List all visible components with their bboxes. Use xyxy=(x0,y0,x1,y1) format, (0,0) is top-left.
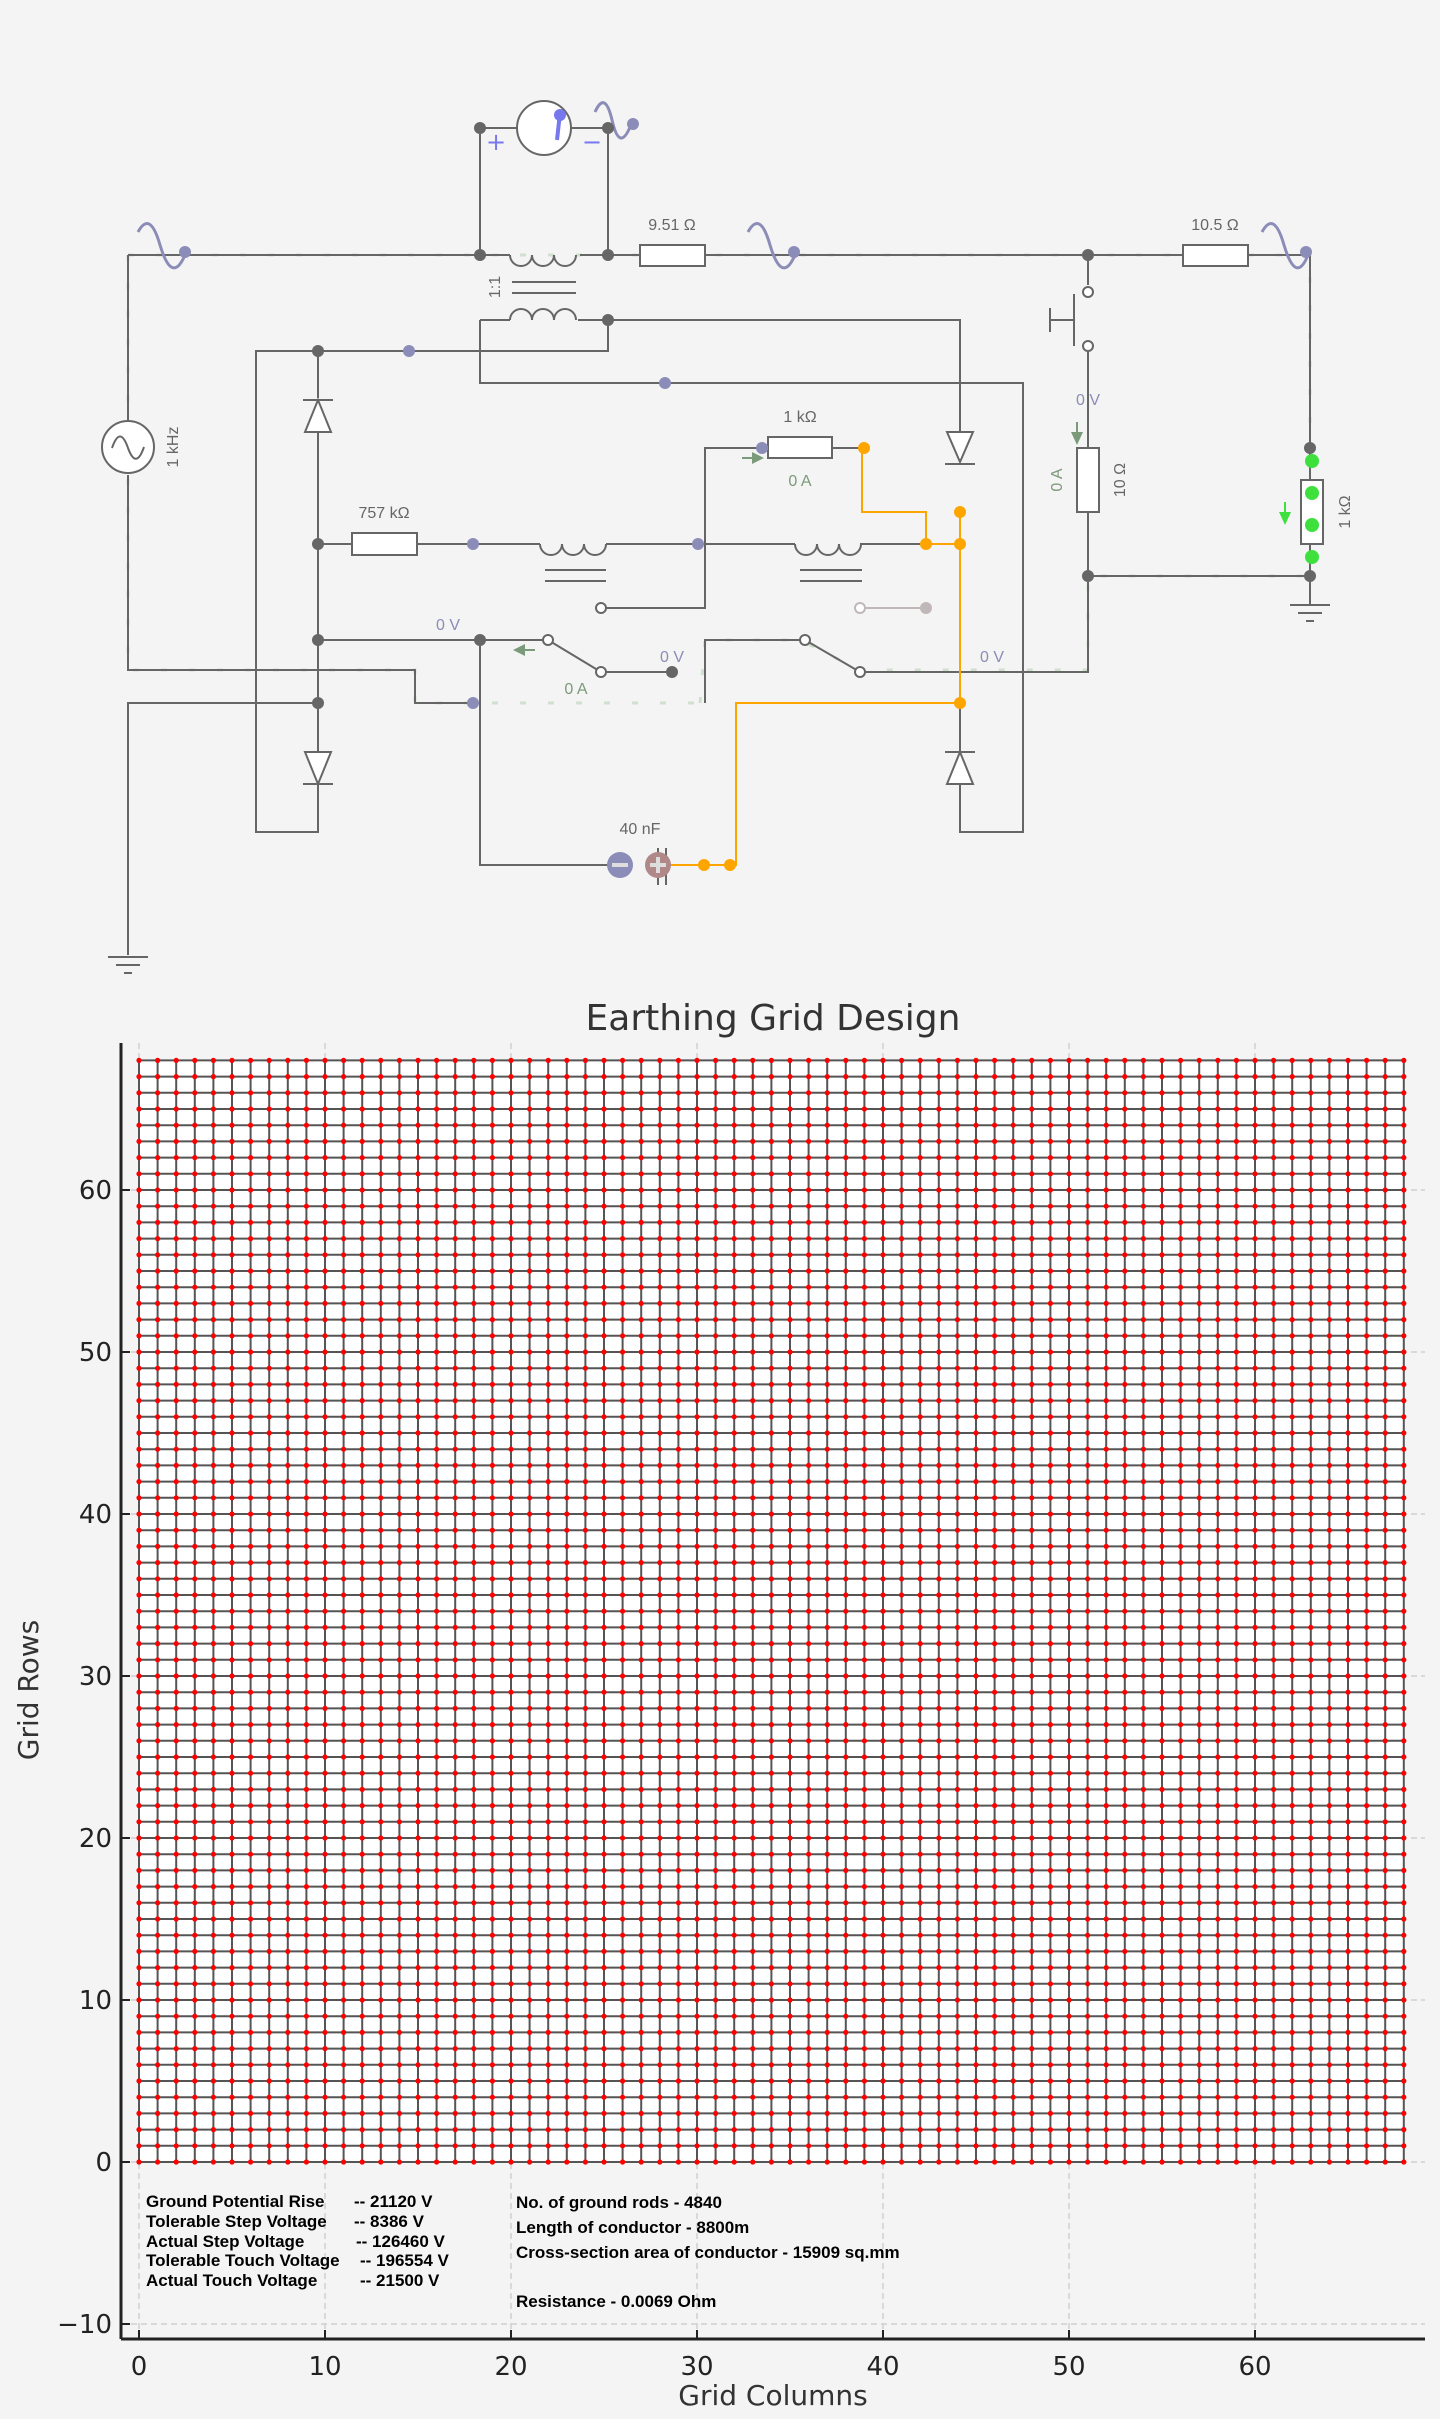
ground-rods-text: No. of ground rods - 4840 xyxy=(516,2193,722,2212)
annotation-label: Tolerable Touch Voltage xyxy=(146,2251,340,2270)
meter-minus-label: − xyxy=(582,128,602,156)
conductor-length-text: Length of conductor - 8800m xyxy=(516,2218,749,2237)
push-button-switch[interactable] xyxy=(1049,286,1094,352)
ground-rod-markers xyxy=(136,1057,1407,2165)
annotation-label: Actual Touch Voltage xyxy=(146,2271,317,2290)
voltage-reading-vertical: 0 V xyxy=(1076,392,1100,409)
resistor-value: 757 kΩ xyxy=(358,505,409,522)
x-axis-label: Grid Columns xyxy=(678,2379,867,2412)
voltage-summary: Ground Potential Rise -- 21120 V Tolerab… xyxy=(146,2192,449,2290)
current-flow-paths xyxy=(126,253,1312,705)
diode-left-top[interactable] xyxy=(303,397,333,433)
voltmeter[interactable]: + − xyxy=(486,100,602,156)
transformer-2[interactable] xyxy=(539,543,607,614)
transformer-3[interactable] xyxy=(794,543,932,614)
voltage-reading: 0 V xyxy=(980,649,1004,666)
cross-section-text: Cross-section area of conductor - 15909 … xyxy=(516,2243,900,2262)
diode-right-bottom[interactable] xyxy=(945,703,975,785)
resistor-value: 10.5 Ω xyxy=(1191,217,1239,234)
annotation-value: -- 196554 V xyxy=(360,2251,449,2270)
y-axis-label: Grid Rows xyxy=(12,1620,45,1760)
annotation-label: Actual Step Voltage xyxy=(146,2232,304,2251)
current-reading: 0 A xyxy=(1049,468,1066,491)
transformer-1[interactable]: 1:1 xyxy=(487,254,577,321)
current-arrow-icon xyxy=(513,644,525,656)
resistor-value: 1 kΩ xyxy=(1337,495,1354,528)
annotation-value: -- 8386 V xyxy=(354,2212,425,2231)
chart-title: Earthing Grid Design xyxy=(586,998,961,1039)
voltage-probe-waves xyxy=(136,101,1310,270)
diode-right-top[interactable] xyxy=(945,431,975,465)
capacitor-value: 40 nF xyxy=(620,821,661,838)
wires xyxy=(127,127,1311,955)
spdt-switch-left[interactable] xyxy=(513,634,607,678)
diode-left-bottom[interactable] xyxy=(303,751,333,787)
resistor-10[interactable]: 10 Ω 0 A xyxy=(1049,422,1129,513)
current-reading: 0 A xyxy=(564,681,587,698)
annotation-label: Tolerable Step Voltage xyxy=(146,2212,327,2231)
voltage-reading: 0 V xyxy=(436,617,460,634)
annotation-value: -- 126460 V xyxy=(356,2232,445,2251)
resistor-9-51[interactable]: 9.51 Ω xyxy=(639,217,706,267)
resistor-load-1k[interactable]: 1 kΩ xyxy=(1279,454,1354,564)
spdt-switch-right[interactable] xyxy=(799,634,866,678)
circuit-diagram: 1 kHz + − 1:1 9.51 Ω 10.5 Ω 0 V 10 Ω xyxy=(101,100,1354,974)
annotation-value: -- 21120 V xyxy=(354,2192,433,2211)
resistor-value: 10 Ω xyxy=(1112,463,1129,497)
ac-source[interactable]: 1 kHz xyxy=(101,420,182,474)
design-summary: No. of ground rods - 4840 Length of cond… xyxy=(516,2193,900,2311)
junction-dots xyxy=(179,118,1316,871)
current-arrow-icon xyxy=(1279,512,1291,525)
annotation-value: -- 21500 V xyxy=(360,2271,440,2290)
resistor-10-5[interactable]: 10.5 Ω xyxy=(1182,217,1249,267)
resistance-text: Resistance - 0.0069 Ohm xyxy=(516,2292,716,2311)
meter-plus-label: + xyxy=(486,128,506,156)
voltage-reading: 0 V xyxy=(660,649,684,666)
source-frequency-label: 1 kHz xyxy=(165,427,182,468)
resistor-value: 1 kΩ xyxy=(783,409,816,426)
sine-icon xyxy=(111,435,145,460)
resistor-1k[interactable]: 1 kΩ 0 A xyxy=(742,409,833,490)
current-arrow-icon xyxy=(752,452,764,464)
capacitor-40nF[interactable]: 40 nF xyxy=(607,821,671,885)
ground-symbol-left xyxy=(108,956,148,974)
annotation-label: Ground Potential Rise xyxy=(146,2192,325,2211)
resistor-value: 9.51 Ω xyxy=(648,217,696,234)
transformer-ratio-label: 1:1 xyxy=(487,276,504,298)
current-reading: 0 A xyxy=(788,473,811,490)
ground-symbol-right xyxy=(1290,576,1330,622)
resistor-757k[interactable]: 757 kΩ xyxy=(351,505,418,556)
